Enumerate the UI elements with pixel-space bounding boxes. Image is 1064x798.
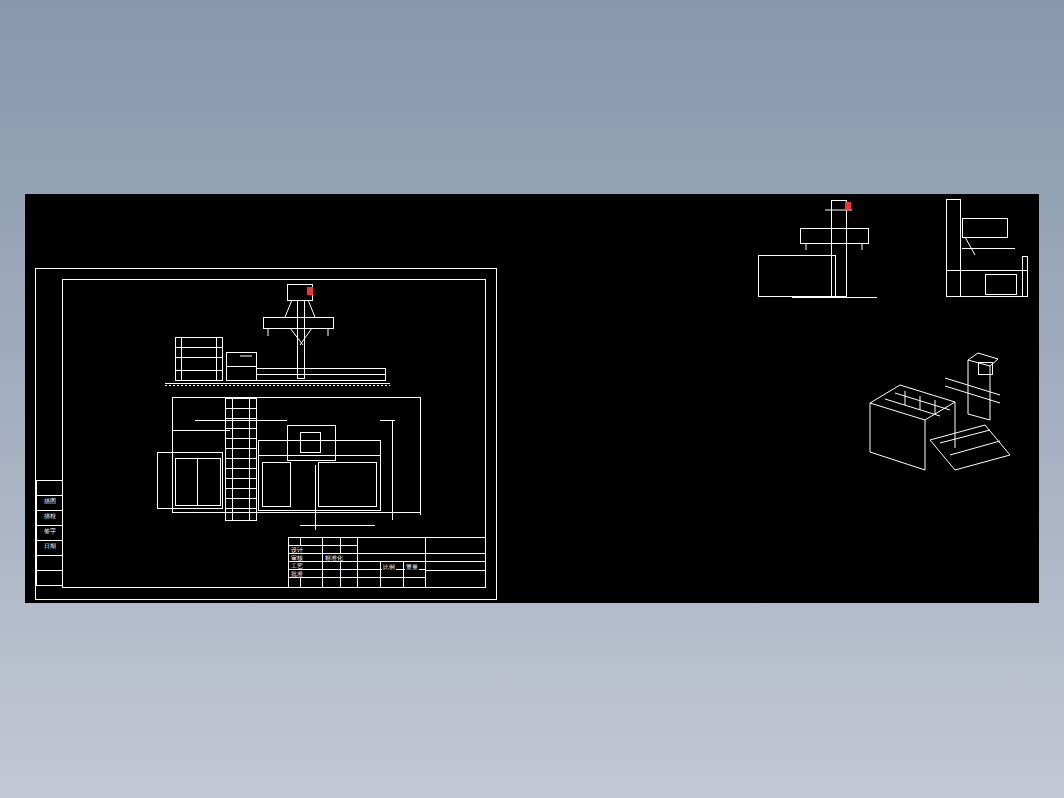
title-block-label: 设计 xyxy=(290,546,304,553)
title-block-label: 标准化 xyxy=(324,554,344,561)
title-block-label: 描校 xyxy=(43,512,57,519)
title-block-label: 比例 xyxy=(382,563,396,570)
title-block-label: 日期 xyxy=(43,542,57,549)
title-block-label: 重量 xyxy=(405,563,419,570)
title-block-label: 批准 xyxy=(290,570,304,577)
motor-mark xyxy=(307,287,313,295)
title-block-label: 签字 xyxy=(43,527,57,534)
model-space xyxy=(25,194,1039,603)
drawing-lines xyxy=(36,200,1028,600)
title-block-label: 审核 xyxy=(290,554,304,561)
title-block-label: 描图 xyxy=(43,497,57,504)
motor-mark xyxy=(845,202,851,210)
title-block-label: 工艺 xyxy=(290,562,304,569)
